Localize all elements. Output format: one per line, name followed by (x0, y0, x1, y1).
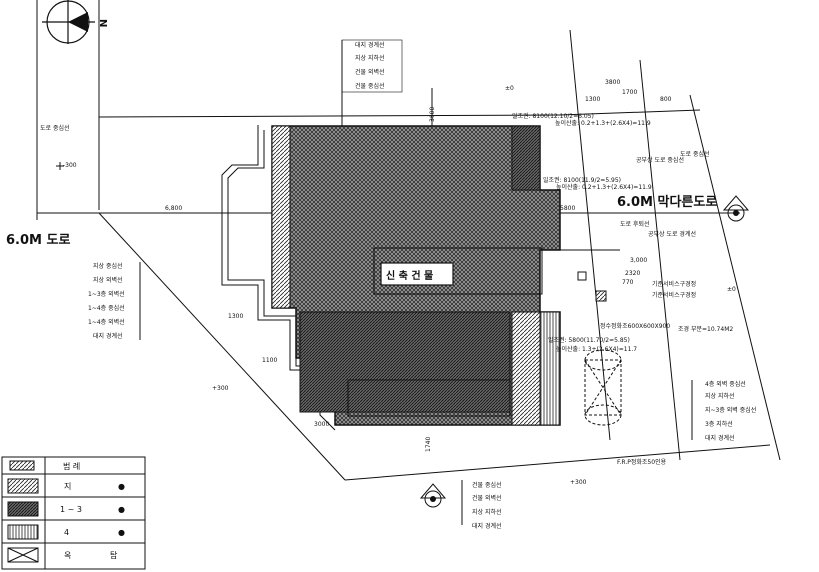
dim-1740: 1740 (425, 437, 432, 452)
left-label-3: 1~3층 외벽선 (88, 290, 125, 298)
top-callouts: 대지 경계선 지상 지하선 건물 외벽선 건물 중심선 (341, 39, 433, 126)
dim-1300b: 1300 (228, 313, 243, 320)
dimension-labels: 3800 1300 1700 800 3,000 2320 770 1300 1… (228, 79, 672, 452)
legend-swatch-4 (7, 547, 39, 563)
formula-2: 높이산출: 0.2+1.3+(2.6X4)=11.9 (555, 119, 651, 127)
top-label-1: 대지 경계선 (355, 41, 385, 49)
height-formulas: 일조권: 8100(12.10/2=6.05) 높이산출: 0.2+1.3+(2… (512, 112, 652, 353)
elevation-markers: ±0 +300 ±0 +300 (212, 85, 736, 486)
elev-e5: +300 (570, 479, 587, 486)
north-label: N (97, 19, 108, 27)
annot-3: 공부상 도로 경계선 (648, 230, 696, 238)
formula-6: 높이산출: 1.3+(2.6X4)=11.7 (556, 345, 637, 353)
elev-e2: ±0 (505, 85, 514, 92)
formula-4: 높이산출: 0.2+1.3+(2.6X4)=11.9 (556, 183, 652, 191)
dim-5800: 5800 (560, 205, 575, 212)
dim-2320: 2320 (625, 270, 640, 277)
legend-row-1-mark: ● (118, 482, 125, 491)
road-center-right: 도로 중심선 (680, 150, 710, 158)
dim-3800: 3800 (605, 79, 620, 86)
right-label-4: 3층 지하선 (705, 420, 733, 428)
building-label-box: 신 축 건 물 (380, 262, 454, 286)
left-label-4: 1~4층 중심선 (88, 304, 125, 312)
road-center-left-label: 도로 중심선 (40, 124, 70, 132)
left-label-5: 1~4층 외벽선 (88, 318, 125, 326)
legend-row-1-label: 지 (64, 482, 71, 491)
top-label-4: 건물 중심선 (355, 82, 385, 90)
legend-row-2-label: 1 ~ 3 (60, 505, 82, 514)
left-label-6: 대지 경계선 (93, 332, 123, 340)
dim-1100: 1100 (262, 357, 277, 364)
elevation-marker-icon (56, 162, 64, 170)
legend-row-3-label: 4 (64, 528, 69, 537)
dim-3000: 3,000 (630, 257, 647, 264)
bottom-label-1: 건물 중심선 (472, 481, 502, 489)
entrance-icon (419, 483, 447, 508)
legend-row-4-label: 옥 (64, 551, 71, 560)
legend-swatch-1 (7, 478, 39, 494)
dim-6800: 6,800 (165, 205, 182, 212)
dim-770: 770 (622, 279, 634, 286)
annot-6: 정수정화조600X600X900 (600, 323, 670, 330)
left-callouts: 지상 중심선 지상 외벽선 1~3층 외벽선 1~4층 중심선 1~4층 외벽선… (88, 262, 141, 340)
left-road (36, 0, 100, 220)
dim-800: 800 (660, 96, 672, 103)
annot-5: 기준서비스구경정 (652, 291, 696, 299)
annot-7: 조경 부분=10.74M2 (678, 326, 733, 333)
legend-title-icon (9, 460, 35, 471)
left-road-label: 6.0M 도로 (6, 233, 70, 248)
elev-e3: +300 (212, 385, 229, 392)
elev-e4: ±0 (727, 286, 736, 293)
dim-1300: 1300 (585, 96, 600, 103)
annot-4: 기준서비스구경정 (652, 280, 696, 288)
right-label-1: 4층 외벽 중심선 (705, 380, 746, 388)
road-direction-icon (722, 195, 750, 222)
bottom-label-2: 건물 외벽선 (472, 494, 502, 502)
building-label: 신 축 건 물 (386, 269, 433, 282)
top-label-2: 지상 지하선 (355, 54, 385, 62)
north-arrow-icon: N (42, 0, 108, 44)
dim-3000b: 3000 (314, 421, 329, 428)
annot-8: F.R.P정화조50인용 (617, 459, 667, 466)
top-label-3: 건물 외벽선 (355, 68, 385, 76)
left-label-2: 지상 외벽선 (93, 276, 123, 284)
site-boundary-lines (37, 29, 781, 481)
bottom-label-4: 대지 경계선 (472, 522, 502, 530)
right-label-2: 지상 지하선 (705, 392, 735, 400)
annot-2: 도로 후퇴선 (620, 220, 650, 228)
left-label-1: 지상 중심선 (93, 262, 123, 270)
formula-3: 일조권: 8100(11.9/2=5.95) (543, 176, 621, 184)
bottom-label-3: 지상 지하선 (472, 508, 502, 516)
right-label-3: 지~3층 외벽 중심선 (705, 406, 756, 414)
legend-row-4-mark: 탑 (110, 551, 118, 560)
legend-row-3-mark: ● (118, 528, 125, 537)
right-label-5: 대지 경계선 (705, 434, 735, 442)
legend-swatch-3 (7, 524, 39, 540)
legend: 범 례 지 ● 1 ~ 3 ● 4 ● 옥 탑 (1, 456, 146, 570)
right-road-label: 6.0M 막다른도로 (617, 194, 717, 210)
formula-1: 일조권: 8100(12.10/2=6.05) (512, 112, 594, 120)
annot-1: 공부상 도로 중심선 (636, 156, 684, 164)
dim-3600: 3600 (429, 107, 436, 122)
legend-row-2-mark: ● (118, 505, 125, 514)
bottom-callouts: 건물 중심선 건물 외벽선 지상 지하선 대지 경계선 (461, 480, 502, 530)
legend-title: 범 례 (63, 461, 80, 471)
legend-swatch-2 (7, 501, 39, 517)
elevation-minus300: -300 (63, 162, 77, 169)
formula-5: 일조권: 5800(11.70/2=5.85) (548, 336, 630, 344)
right-callouts: 4층 외벽 중심선 지상 지하선 지~3층 외벽 중심선 3층 지하선 대지 경… (691, 380, 756, 442)
septic-tank-icon (577, 271, 622, 426)
dim-1700: 1700 (622, 89, 637, 96)
